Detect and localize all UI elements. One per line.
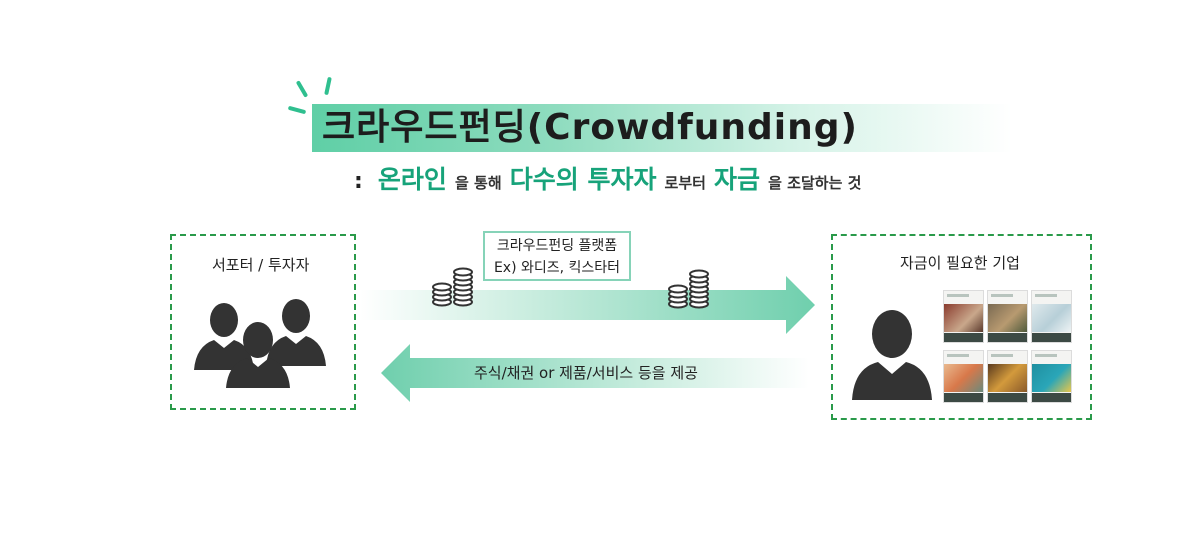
project-thumbnail — [1031, 350, 1072, 403]
platform-name: 크라우드펀딩 플랫폼 — [496, 238, 618, 254]
project-thumbnail — [1031, 290, 1072, 343]
subtitle-part: 을 통해 — [455, 174, 502, 192]
coin-stack-icon — [432, 267, 473, 307]
project-thumbnail — [943, 290, 984, 343]
return-label: 주식/채권 or 제품/서비스 등을 제공 — [474, 364, 698, 382]
investor-box — [170, 234, 356, 410]
spark-mark — [287, 105, 307, 115]
subtitle-part: 로부터 — [664, 174, 706, 192]
people-group-icon — [194, 299, 326, 388]
platform-label-box: 크라우드펀딩 플랫폼 Ex) 와디즈, 킥스타터 — [483, 231, 631, 281]
forward-arrow — [360, 276, 815, 334]
subtitle-colon: : — [354, 169, 363, 194]
page-title: 크라우드펀딩(Crowdfunding) — [322, 107, 858, 148]
project-thumbnail — [943, 350, 984, 403]
platform-examples: Ex) 와디즈, 킥스타터 — [493, 260, 621, 276]
definition-subtitle: : 온라인 을 통해 다수의 투자자 로부터 자금 을 조달하는 것 — [354, 162, 864, 198]
person-icon — [852, 310, 932, 400]
investor-label: 서포터 / 투자자 — [212, 256, 310, 274]
title-highlight-band — [312, 104, 1012, 152]
project-thumbnail — [987, 290, 1028, 343]
subtitle-part: 다수의 투자자 — [509, 165, 657, 194]
coin-stack-icon — [668, 269, 709, 309]
company-box — [831, 234, 1092, 420]
subtitle-part: 온라인 — [377, 165, 447, 194]
return-arrow — [381, 344, 809, 402]
project-thumbnail — [987, 350, 1028, 403]
subtitle-part: 을 조달하는 것 — [768, 174, 862, 192]
subtitle-part: 자금 — [714, 165, 761, 194]
spark-mark — [295, 80, 309, 98]
company-label: 자금이 필요한 기업 — [900, 254, 1020, 272]
spark-mark — [324, 76, 332, 96]
